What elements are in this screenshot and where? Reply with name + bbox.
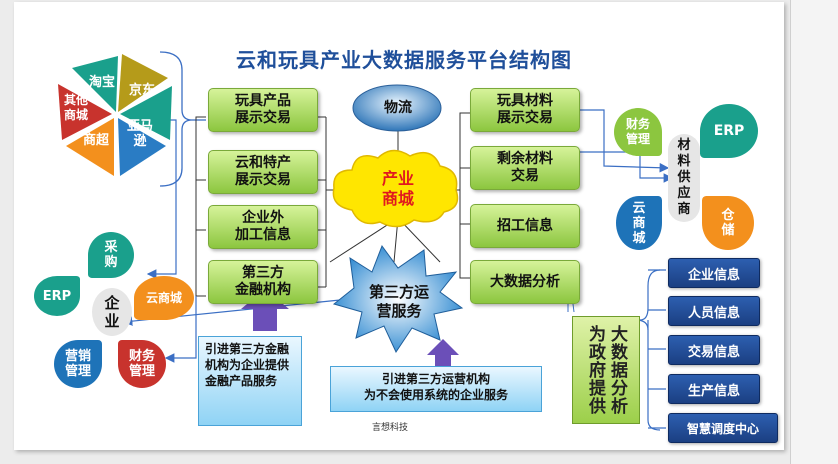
ops-star: [332, 244, 464, 354]
supplier-petal-finance: 财务 管理: [614, 108, 662, 156]
finance-note: 引进第三方金融机构为企业提供金融产品服务: [198, 336, 302, 426]
logistics-label: 物流: [384, 99, 412, 116]
enterprise-petal-marketing: 营销 管理: [54, 340, 102, 388]
info-item-personnel: 人员信息: [668, 296, 760, 326]
pie-label-supermarket: 商超: [82, 132, 109, 148]
info-item-trade: 交易信息: [668, 335, 760, 365]
gov-text-col2: 大数据分析: [607, 325, 627, 415]
enterprise-petal-purchase: 采 购: [88, 232, 134, 278]
ops-up-arrow: [427, 339, 459, 373]
logistics-oval: [352, 84, 442, 132]
next-slide-edge: [790, 0, 838, 464]
supplier-petal-cloud-mall: 云 商 城: [616, 196, 662, 250]
box-material-display-trade: 玩具材料 展示交易: [470, 88, 580, 132]
box-third-party-finance: 第三方 金融机构: [208, 260, 318, 304]
supplier-center: 材 料 供 应 商: [668, 134, 700, 222]
malls-pie: [58, 54, 172, 176]
mall-label: 产业 商城: [381, 169, 414, 208]
info-item-dispatch-center: 智慧调度中心: [668, 413, 778, 443]
box-outsourcing-info: 企业外 加工信息: [208, 205, 318, 249]
pie-label-amazon: 亚马 逊: [126, 119, 153, 149]
gov-text-col1: 为政府提供: [585, 325, 605, 415]
page-title: 云和玩具产业大数据服务平台结构图: [236, 48, 572, 72]
box-surplus-material-trade: 剩余材料 交易: [470, 146, 580, 190]
box-specialty-display-trade: 云和特产 展示交易: [208, 150, 318, 194]
ops-note: 引进第三方运营机构 为不会使用系统的企业服务: [330, 366, 542, 412]
mall-cloud: [332, 149, 459, 228]
info-item-enterprise: 企业信息: [668, 258, 760, 288]
enterprise-petal-cloud-mall: 云商城: [134, 276, 194, 320]
supplier-petal-erp: ERP: [700, 104, 758, 158]
pie-label-other-malls: 其他 商城: [63, 93, 88, 122]
box-toy-display-trade: 玩具产品 展示交易: [208, 88, 318, 132]
gov-big-data-box: 为政府提供 大数据分析: [572, 316, 640, 424]
enterprise-petal-erp: ERP: [34, 276, 80, 316]
box-big-data-analysis: 大数据分析: [470, 260, 580, 304]
ops-label: 第三方运 营服务: [368, 283, 429, 320]
watermark: 言想科技: [372, 423, 409, 433]
box-recruitment-info: 招工信息: [470, 204, 580, 248]
info-item-production: 生产信息: [668, 374, 760, 404]
pie-label-jd: 京东: [128, 82, 155, 98]
enterprise-petal-finance: 财务 管理: [118, 340, 166, 388]
pie-label-taobao: 淘宝: [88, 74, 115, 90]
enterprise-center: 企 业: [92, 288, 132, 336]
supplier-petal-warehouse: 仓 储: [702, 196, 754, 250]
